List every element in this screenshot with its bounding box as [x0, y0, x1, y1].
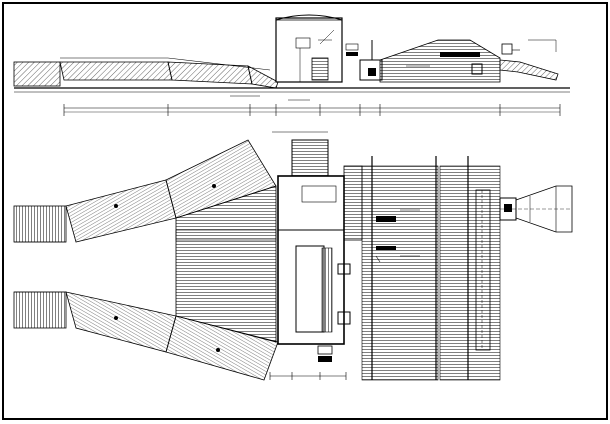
elevation-view: [13, 14, 570, 133]
plan-view: [13, 139, 573, 381]
sheet-border: [2, 2, 608, 420]
